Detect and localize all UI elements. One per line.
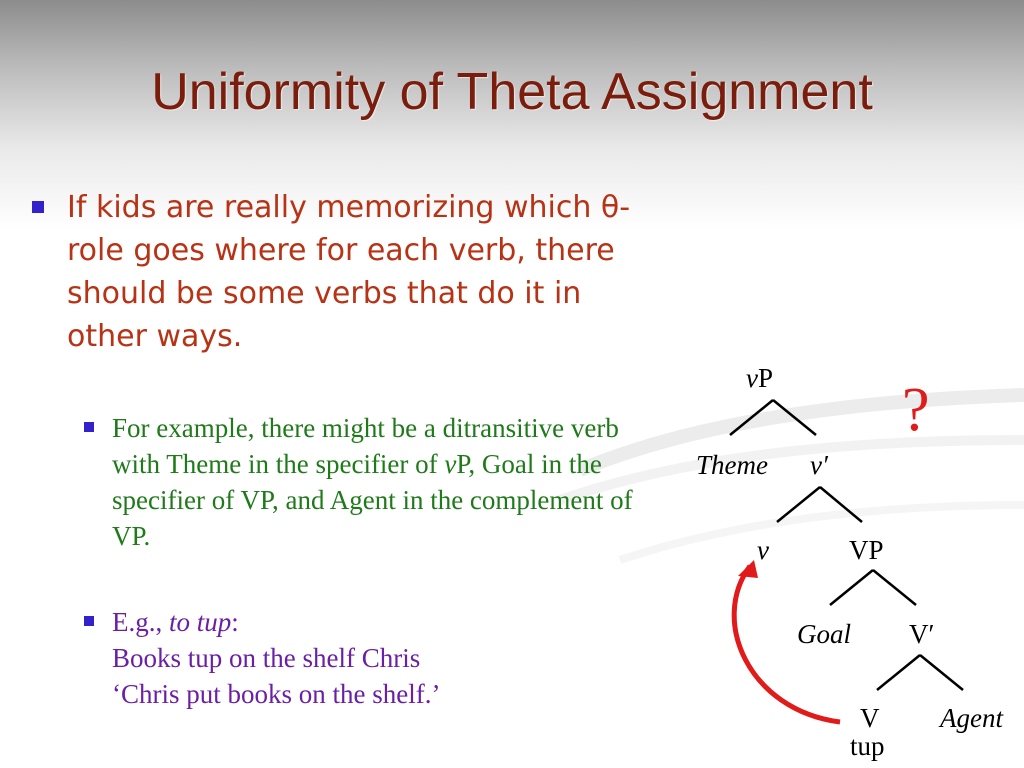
node-v-bar: v′: [810, 450, 829, 480]
arrow-head-icon: [738, 560, 758, 578]
node-V: V: [860, 703, 880, 733]
node-theme: Theme: [696, 450, 768, 480]
sub-bullet-eg-text: E.g., to tup: Books tup on the shelf Chr…: [112, 604, 652, 712]
syntax-tree: vP Theme v′ v VP Goal V′ V Agent tup ?: [696, 363, 1004, 761]
node-agent: Agent: [938, 703, 1004, 733]
bullet-square-icon: [32, 201, 44, 213]
main-bullet-text: If kids are really memorizing which θ-ro…: [67, 190, 631, 354]
example-gloss: ‘Chris put books on the shelf.’: [112, 679, 441, 709]
question-mark: ?: [902, 376, 930, 444]
bullet-square-icon: [84, 422, 94, 432]
node-vP: vP: [746, 363, 773, 393]
example-sentence: Books tup on the shelf Chris: [112, 643, 421, 673]
node-goal: Goal: [797, 619, 851, 649]
sub-bullet-example-text: For example, there might be a ditransiti…: [112, 413, 633, 551]
node-VP: VP: [849, 535, 884, 565]
node-v: v: [757, 535, 769, 565]
slide-title: Uniformity of Theta Assignment: [151, 63, 873, 121]
node-V-bar: V′: [909, 619, 934, 649]
movement-arrow: [731, 564, 841, 725]
node-tup: tup: [850, 731, 885, 761]
bullet-square-icon: [84, 616, 94, 626]
